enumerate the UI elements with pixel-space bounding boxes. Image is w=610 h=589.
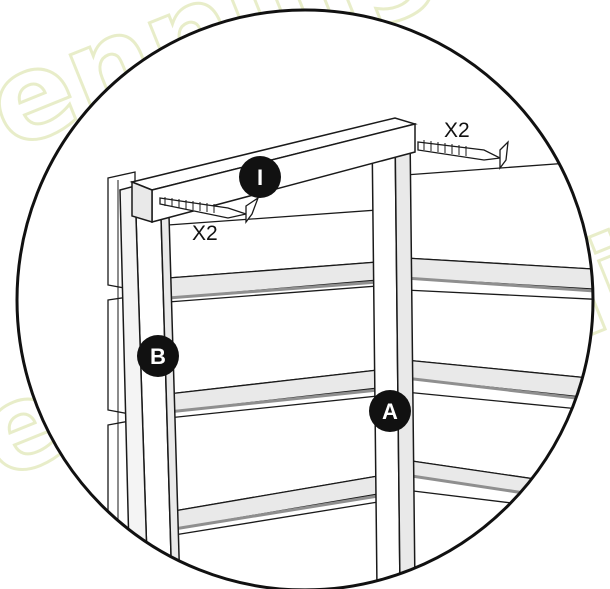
callout-label-b: B xyxy=(150,344,166,369)
screw-left xyxy=(159,196,260,224)
quantity-left: X2 xyxy=(192,222,218,245)
right-post xyxy=(371,125,416,589)
side-boards xyxy=(167,209,379,589)
screw-right xyxy=(417,140,509,170)
callout-top-rail: I xyxy=(239,156,281,198)
magnifier-circle xyxy=(15,8,595,589)
callout-label-a: A xyxy=(382,399,398,424)
top-rail xyxy=(129,117,418,224)
callout-left-post: B xyxy=(137,335,179,377)
left-post xyxy=(119,181,181,589)
quantity-right: X2 xyxy=(444,119,470,142)
back-panel xyxy=(404,159,593,589)
callout-right-post: A xyxy=(369,390,411,432)
callout-label-i: I xyxy=(257,165,263,190)
